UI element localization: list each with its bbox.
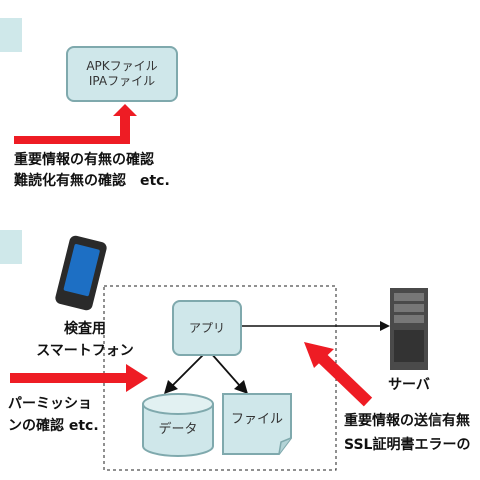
apk-file-label: APKファイル [86, 59, 158, 73]
section-tab-1 [0, 18, 22, 52]
left-note-1: パーミッショ [8, 396, 92, 412]
app-to-data-arrow [164, 351, 207, 394]
apk-ipa-file-box: APKファイル IPAファイル [66, 46, 178, 102]
server-icon [390, 288, 428, 370]
left-red-arrow [10, 364, 148, 392]
app-label: アプリ [188, 320, 225, 335]
top-note-2: 難読化有無の確認 etc. [14, 173, 170, 189]
diagonal-red-arrow [304, 342, 373, 407]
section-tab-2 [0, 230, 22, 264]
phone-label-2: スマートフォン [36, 343, 134, 359]
phone-label-1: 検査用 [64, 321, 106, 337]
ipa-file-label: IPAファイル [88, 74, 156, 88]
app-box: アプリ [172, 300, 242, 356]
document-icon [222, 393, 292, 455]
top-red-arrow [14, 104, 137, 144]
data-store-label: データ [158, 422, 198, 437]
database-icon [142, 393, 214, 457]
file-doc-label: ファイル [230, 412, 283, 427]
right-note-2: SSL証明書エラーの [344, 437, 471, 453]
top-note-1: 重要情報の有無の確認 [14, 152, 154, 168]
app-to-server-arrow [240, 321, 390, 331]
smartphone-icon [55, 235, 107, 311]
right-note-1: 重要情報の送信有無 [344, 413, 470, 429]
server-label: サーバ [388, 377, 430, 393]
app-to-file-arrow [209, 351, 248, 394]
left-note-2: ンの確認 etc. [8, 418, 99, 434]
